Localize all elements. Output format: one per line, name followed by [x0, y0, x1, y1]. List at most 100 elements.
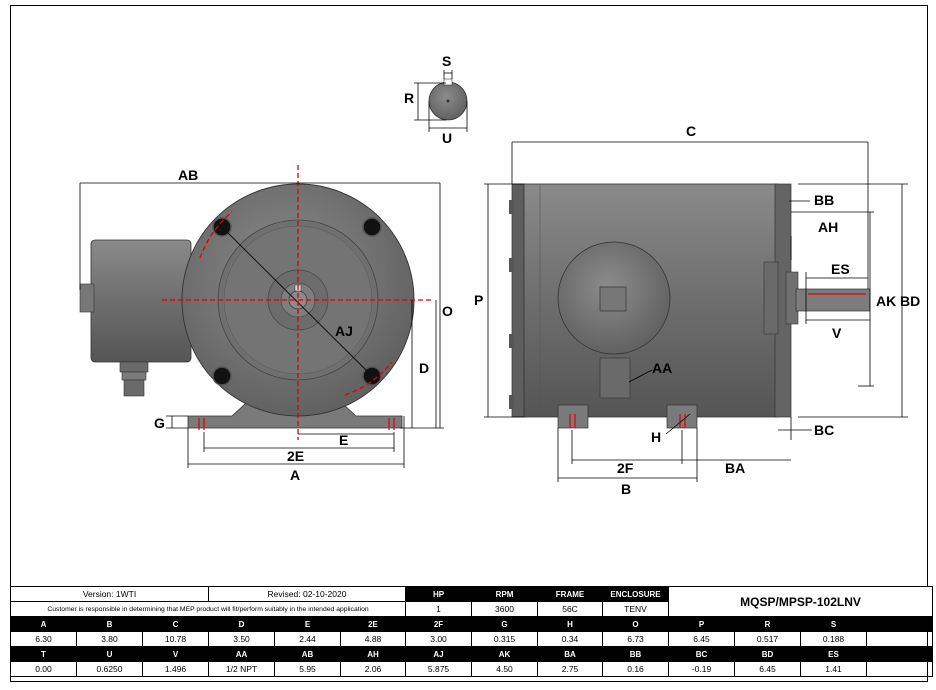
dimension-header-cell: AB	[274, 646, 342, 662]
dimension-header-cell	[866, 646, 934, 662]
dimension-header-cell: BB	[602, 646, 670, 662]
dimension-value-cell: 0.00	[10, 661, 77, 677]
dim-label-d: D	[419, 360, 429, 376]
dimension-header-cell: AK	[471, 646, 539, 662]
dim-label-a: A	[290, 467, 300, 483]
shaft-end-view	[414, 70, 468, 132]
dim-label-bd: BD	[900, 293, 920, 309]
dimension-value-cell: 5.95	[274, 661, 342, 677]
dim-label-b: B	[621, 481, 631, 497]
dim-label-bc: BC	[814, 422, 834, 438]
dimension-header-cell: AJ	[405, 646, 473, 662]
dimension-header-cell: BA	[537, 646, 604, 662]
revised-cell: Revised: 02-10-2020	[208, 586, 407, 602]
dimension-header-cell: BD	[734, 646, 802, 662]
side-view-dimensions	[484, 141, 908, 482]
dim-label-e: E	[339, 432, 348, 448]
dimension-value-cell: 4.88	[340, 631, 407, 647]
dimension-header-cell: AH	[340, 646, 407, 662]
dimension-header-cell	[866, 616, 934, 632]
dimension-header-cell: E	[274, 616, 342, 632]
dimension-header-cell: 2F	[405, 616, 473, 632]
dim-label-es: ES	[831, 261, 850, 277]
dimension-value-cell	[866, 631, 934, 647]
motor-side-view	[509, 183, 871, 429]
dimension-header-cell: G	[471, 616, 539, 632]
dim-label-ak: AK	[876, 293, 896, 309]
dimension-value-cell: 1.41	[800, 661, 868, 677]
dim-label-p: P	[474, 292, 483, 308]
dimension-value-cell: 3.00	[405, 631, 473, 647]
dimension-value-cell: 6.73	[602, 631, 670, 647]
dim-label-bb: BB	[814, 192, 834, 208]
dimension-value-cell: 6.45	[668, 631, 736, 647]
motor-front-view	[79, 165, 432, 440]
spec-header-frame: FRAME	[537, 586, 604, 602]
dim-label-v: V	[832, 325, 842, 341]
spec-header-hp: HP	[405, 586, 473, 602]
dimension-value-cell: 0.188	[800, 631, 868, 647]
dim-label-h: H	[651, 429, 661, 445]
dim-label-c: C	[686, 123, 696, 139]
dim-label-o: O	[442, 303, 453, 319]
spec-value-frame: 56C	[537, 601, 604, 617]
spec-value-rpm: 3600	[471, 601, 539, 617]
dimension-value-cell: 5.875	[405, 661, 473, 677]
dimension-header-cell: R	[734, 616, 802, 632]
dim-label-u: U	[442, 130, 452, 146]
dim-label-ah: AH	[818, 219, 838, 235]
dimension-value-cell: 3.80	[76, 631, 143, 647]
dimension-header-cell: D	[208, 616, 276, 632]
spec-value-enclosure: TENV	[602, 601, 670, 617]
dimension-value-cell: 4.50	[471, 661, 539, 677]
dim-label-r: R	[404, 90, 414, 106]
cable-gland	[119, 361, 149, 397]
dim-label-ab: AB	[178, 167, 198, 183]
dimension-value-cell: 0.16	[602, 661, 670, 677]
dim-label-aj: AJ	[335, 323, 353, 339]
dim-label-aa: AA	[652, 360, 672, 376]
dimension-value-cell: 10.78	[141, 631, 210, 647]
dimension-header-cell: 2E	[340, 616, 407, 632]
title-block-table: Version: 1WTI Revised: 02-10-2020 HP RPM…	[9, 586, 934, 677]
dim-label-g: G	[154, 415, 165, 431]
dimension-header-cell: P	[668, 616, 736, 632]
spec-value-hp: 1	[405, 601, 473, 617]
spec-header-enclosure: ENCLOSURE	[602, 586, 670, 602]
dimension-header-cell: B	[76, 616, 143, 632]
dim-label-2e: 2E	[287, 448, 304, 464]
dimension-value-cell: -0.19	[668, 661, 736, 677]
dimension-value-cell: 1/2 NPT	[208, 661, 276, 677]
dimension-value-cell: 2.75	[537, 661, 604, 677]
dim-label-s: S	[442, 53, 451, 69]
drawing-sheet	[10, 5, 928, 682]
model-number: MQSP/MPSP-102LNV	[668, 586, 934, 617]
dimension-header-cell: H	[537, 616, 604, 632]
dimension-value-cell: 0.6250	[76, 661, 143, 677]
dimension-value-cell: 6.30	[10, 631, 77, 647]
dimension-value-cell: 0.517	[734, 631, 802, 647]
version-cell: Version: 1WTI	[9, 586, 210, 602]
title-block: Version: 1WTI Revised: 02-10-2020 HP RPM…	[9, 586, 934, 682]
spec-header-rpm: RPM	[471, 586, 539, 602]
dim-label-ba: BA	[725, 460, 745, 476]
disclaimer-note: Customer is responsible in determining t…	[9, 601, 407, 617]
front-view-dimensions	[79, 182, 444, 468]
dimension-header-cell: V	[141, 646, 210, 662]
dimension-value-cell: 6.45	[734, 661, 802, 677]
dimension-header-cell: O	[602, 616, 670, 632]
dimension-header-cell: T	[10, 646, 77, 662]
dimension-value-cell: 0.315	[471, 631, 539, 647]
dimension-value-cell: 3.50	[208, 631, 276, 647]
dimension-header-cell: C	[141, 616, 210, 632]
dim-label-2f: 2F	[617, 460, 634, 476]
dimension-header-cell: U	[76, 646, 143, 662]
dimension-value-cell: 2.06	[340, 661, 407, 677]
dimension-header-cell: ES	[800, 646, 868, 662]
dimension-header-cell: AA	[208, 646, 276, 662]
